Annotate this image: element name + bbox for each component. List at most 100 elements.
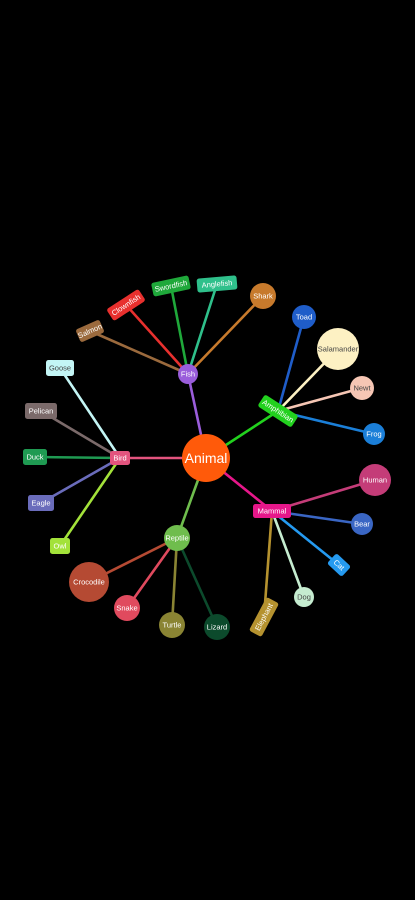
node-newt-label: Newt	[353, 384, 371, 393]
node-duck-label: Duck	[26, 453, 43, 462]
node-frog[interactable]: Frog	[363, 423, 385, 445]
node-duck[interactable]: Duck	[23, 449, 47, 465]
node-root-animal-shape	[182, 434, 230, 482]
node-bird-label: Bird	[113, 454, 126, 463]
node-pelican[interactable]: Pelican	[25, 403, 57, 419]
node-bird-shape	[110, 451, 130, 465]
node-salamander-label: Salamander	[318, 345, 359, 354]
edge-amphibian-newt	[276, 386, 364, 413]
node-fish-shape	[178, 364, 198, 384]
node-bear-label: Bear	[354, 520, 370, 529]
edge-bird-goose	[58, 366, 122, 460]
node-dog-label: Dog	[297, 593, 311, 602]
node-snake[interactable]: Snake	[114, 595, 140, 621]
node-salamander[interactable]: Salamander	[317, 328, 359, 370]
node-bear[interactable]: Bear	[351, 513, 373, 535]
node-shark-label: Shark	[253, 292, 273, 301]
node-snake-label: Snake	[116, 604, 137, 613]
node-newt[interactable]: Newt	[350, 376, 374, 400]
node-snake-shape	[114, 595, 140, 621]
node-crocodile-label: Crocodile	[73, 578, 105, 587]
node-root-animal-label: Animal	[185, 450, 228, 466]
node-bear-shape	[351, 513, 373, 535]
node-duck-shape	[23, 449, 47, 465]
node-toad[interactable]: Toad	[292, 305, 316, 329]
edge-fish-swordfish	[169, 284, 190, 376]
node-turtle[interactable]: Turtle	[159, 612, 185, 638]
node-eagle-label: Eagle	[31, 499, 50, 508]
node-mammal-label: Mammal	[258, 507, 287, 516]
node-goose[interactable]: Goose	[46, 360, 74, 376]
node-lizard-shape	[204, 614, 230, 640]
node-turtle-shape	[159, 612, 185, 638]
edge-reptile-turtle	[170, 536, 179, 627]
edge-reptile-snake	[125, 536, 179, 610]
node-goose-shape	[46, 360, 74, 376]
node-reptile[interactable]: Reptile	[164, 525, 190, 551]
node-newt-shape	[350, 376, 374, 400]
node-dog[interactable]: Dog	[294, 587, 314, 607]
node-lizard[interactable]: Lizard	[204, 614, 230, 640]
edge-bird-eagle	[39, 456, 122, 505]
node-salmon[interactable]: Salmon	[75, 319, 104, 342]
edge-reptile-lizard	[175, 536, 219, 629]
edge-mammal-cat	[270, 509, 341, 567]
node-pelican-shape	[25, 403, 57, 419]
node-crocodile[interactable]: Crocodile	[69, 562, 109, 602]
node-reptile-shape	[164, 525, 190, 551]
edge-fish-salmon	[88, 329, 190, 376]
node-turtle-label: Turtle	[163, 621, 182, 630]
edge-fish-shark	[186, 294, 265, 376]
node-owl[interactable]: Owl	[50, 538, 70, 554]
node-anglefish-shape	[196, 275, 238, 293]
node-frog-shape	[363, 423, 385, 445]
node-owl-label: Owl	[54, 542, 67, 551]
edge-fish-anglefish	[186, 282, 219, 376]
node-fish-label: Fish	[181, 370, 195, 379]
node-dog-shape	[294, 587, 314, 607]
node-crocodile-shape	[69, 562, 109, 602]
node-frog-label: Frog	[366, 430, 381, 439]
edge-bird-duck	[33, 455, 122, 460]
node-toad-label: Toad	[296, 313, 312, 322]
node-salmon-shape	[76, 320, 104, 342]
node-shark[interactable]: Shark	[250, 283, 276, 309]
node-amphibian-shape	[258, 395, 298, 427]
node-cat[interactable]: Cat	[327, 553, 351, 577]
node-bird[interactable]: Bird	[110, 451, 130, 465]
node-anglefish-label: Anglefish	[201, 278, 233, 290]
node-human[interactable]: Human	[359, 464, 391, 496]
node-salamander-shape	[317, 328, 359, 370]
edge-fish-clownfish	[124, 303, 190, 376]
edge-mammal-elephant	[262, 509, 274, 619]
node-eagle[interactable]: Eagle	[28, 495, 54, 511]
node-human-label: Human	[363, 476, 387, 485]
node-human-shape	[359, 464, 391, 496]
node-toad-shape	[292, 305, 316, 329]
node-lizard-label: Lizard	[207, 623, 227, 632]
node-eagle-shape	[28, 495, 54, 511]
node-root-animal[interactable]: Animal	[182, 434, 230, 482]
node-pelican-label: Pelican	[29, 407, 54, 416]
node-elephant-shape	[249, 597, 279, 637]
node-anglefish[interactable]: Anglefish	[196, 275, 238, 293]
node-reptile-label: Reptile	[165, 534, 188, 543]
node-mammal-shape	[253, 504, 291, 518]
node-mammal[interactable]: Mammal	[253, 504, 291, 518]
node-swordfish[interactable]: Swordfish	[151, 275, 191, 297]
node-elephant[interactable]: Elephant	[249, 597, 279, 637]
node-goose-label: Goose	[49, 364, 71, 373]
node-amphibian[interactable]: Amphibian	[257, 394, 298, 428]
node-owl-shape	[50, 538, 70, 554]
node-cat-shape	[327, 554, 351, 576]
node-clownfish[interactable]: Clownfish	[106, 289, 145, 321]
node-fish[interactable]: Fish	[178, 364, 198, 384]
node-swordfish-shape	[151, 275, 191, 297]
node-clownfish-shape	[107, 289, 145, 321]
edge-mammal-dog	[270, 509, 306, 599]
edge-bird-owl	[58, 456, 122, 548]
node-shark-shape	[250, 283, 276, 309]
edge-amphibian-toad	[276, 315, 306, 413]
